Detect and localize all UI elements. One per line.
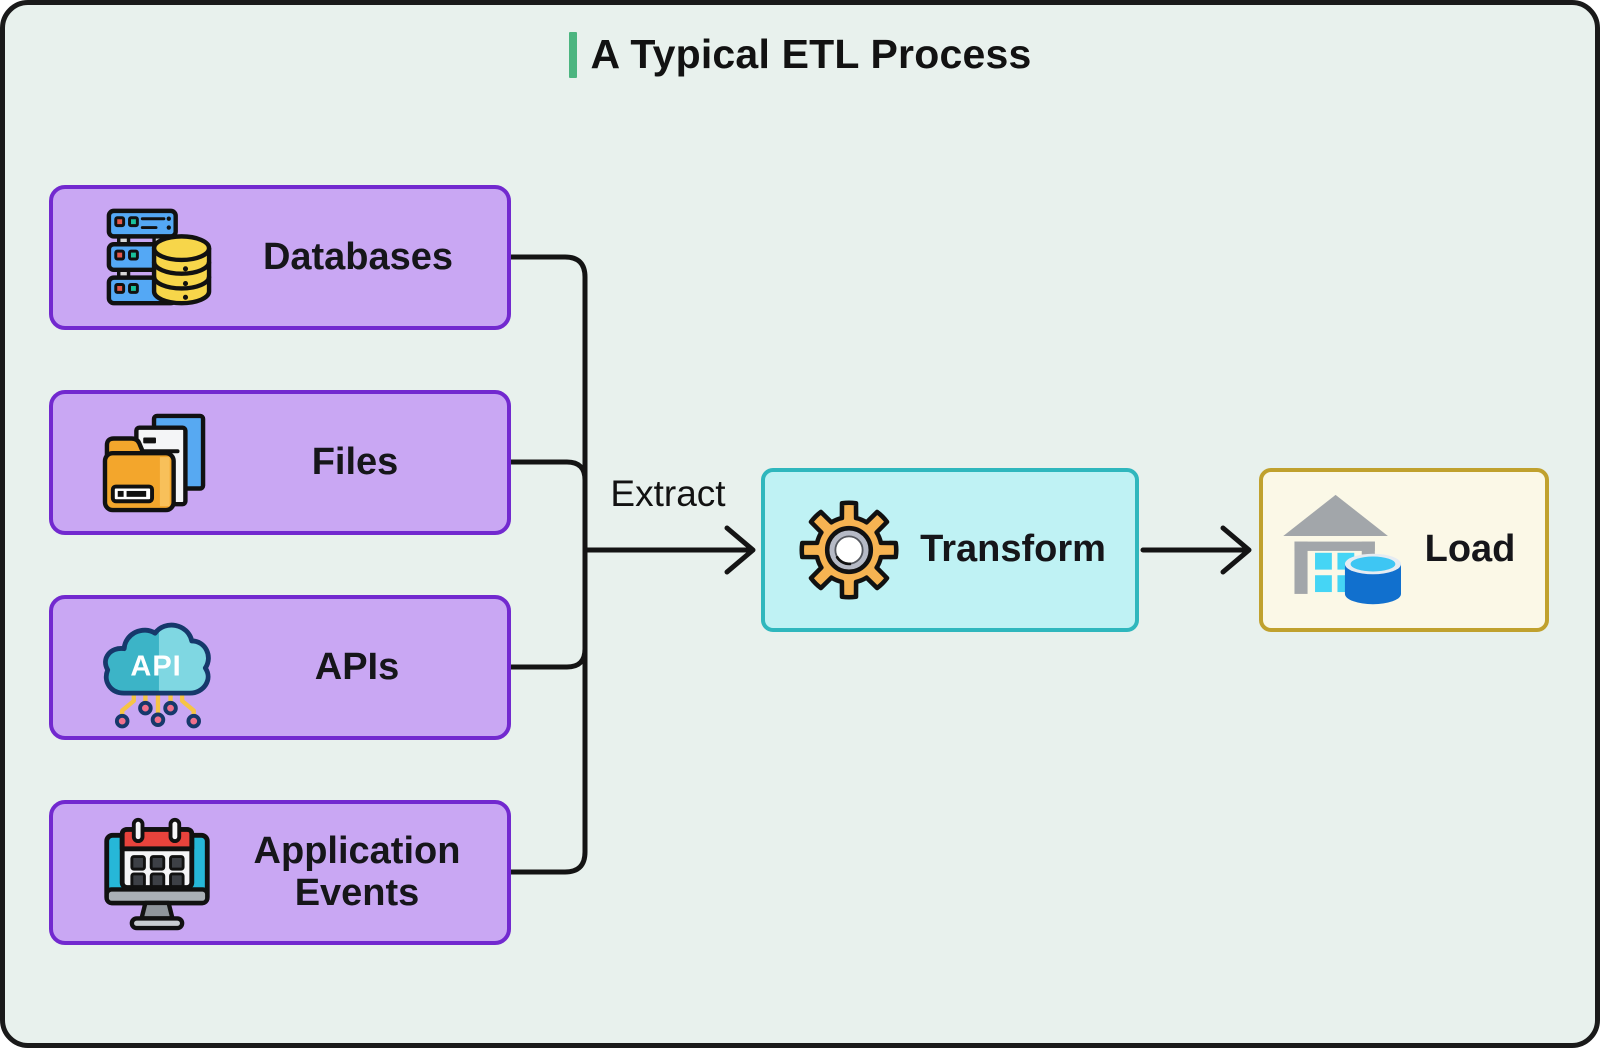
folder-documents-icon [99,412,211,514]
database-servers-icon [99,203,217,313]
diagram-title-row: A Typical ETL Process [5,31,1595,78]
bracket-apis-branch [508,646,588,670]
source-box-databases: Databases [49,185,511,330]
source-label: Application Events [253,830,461,914]
load-box: Load [1259,468,1549,632]
source-box-apis: API APIs [49,595,511,740]
api-icon-text: API [130,650,181,682]
transform-load-arrow-head [1220,525,1252,575]
bracket-files-branch [508,459,588,483]
bracket-outer-path [508,254,588,875]
source-label: Files [311,440,399,483]
source-label: Databases [262,235,454,278]
source-label: APIs [314,645,400,688]
page-title: A Typical ETL Process [590,31,1032,77]
title-accent-bar [568,31,577,78]
calendar-monitor-icon [99,814,215,932]
source-box-application-events: Application Events [49,800,511,945]
extract-stage-label: Extract [610,473,726,514]
source-box-files: Files [49,390,511,535]
transform-box: Transform [761,468,1139,632]
extract-arrow-head [724,525,756,575]
warehouse-database-icon [1283,493,1405,607]
transform-label: Transform [920,528,1106,571]
load-label: Load [1424,528,1516,571]
gear-icon [799,500,899,600]
api-cloud-icon: API [99,604,215,732]
